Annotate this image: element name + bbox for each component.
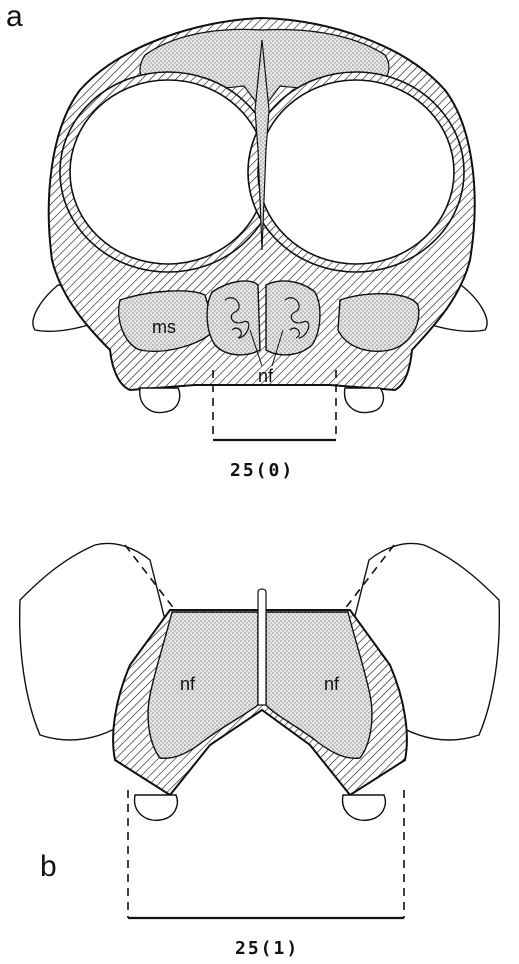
panel-letter-b: b (40, 850, 57, 884)
right-orbit-cavity (258, 80, 454, 264)
left-nasal-fossa (207, 281, 260, 355)
state-label-a: 25(0) (230, 460, 294, 481)
label-nf-left-b: nf (180, 674, 196, 694)
left-orbit-cavity (70, 80, 266, 264)
nasal-septum-b (258, 589, 266, 705)
label-ms: ms (152, 317, 176, 337)
left-tooth-b (135, 795, 178, 820)
right-nasal-fossa (266, 281, 320, 355)
panel-b-palate: nf nf (20, 543, 500, 918)
right-tooth-b (343, 795, 386, 820)
panel-letter-a: a (6, 0, 23, 34)
panel-a-skull: ms nf (33, 18, 487, 440)
left-tooth (140, 388, 180, 413)
label-nf-a: nf (258, 366, 274, 386)
label-nf-right-b: nf (324, 674, 340, 694)
state-label-b: 25(1) (235, 938, 299, 959)
right-tooth (345, 388, 384, 413)
